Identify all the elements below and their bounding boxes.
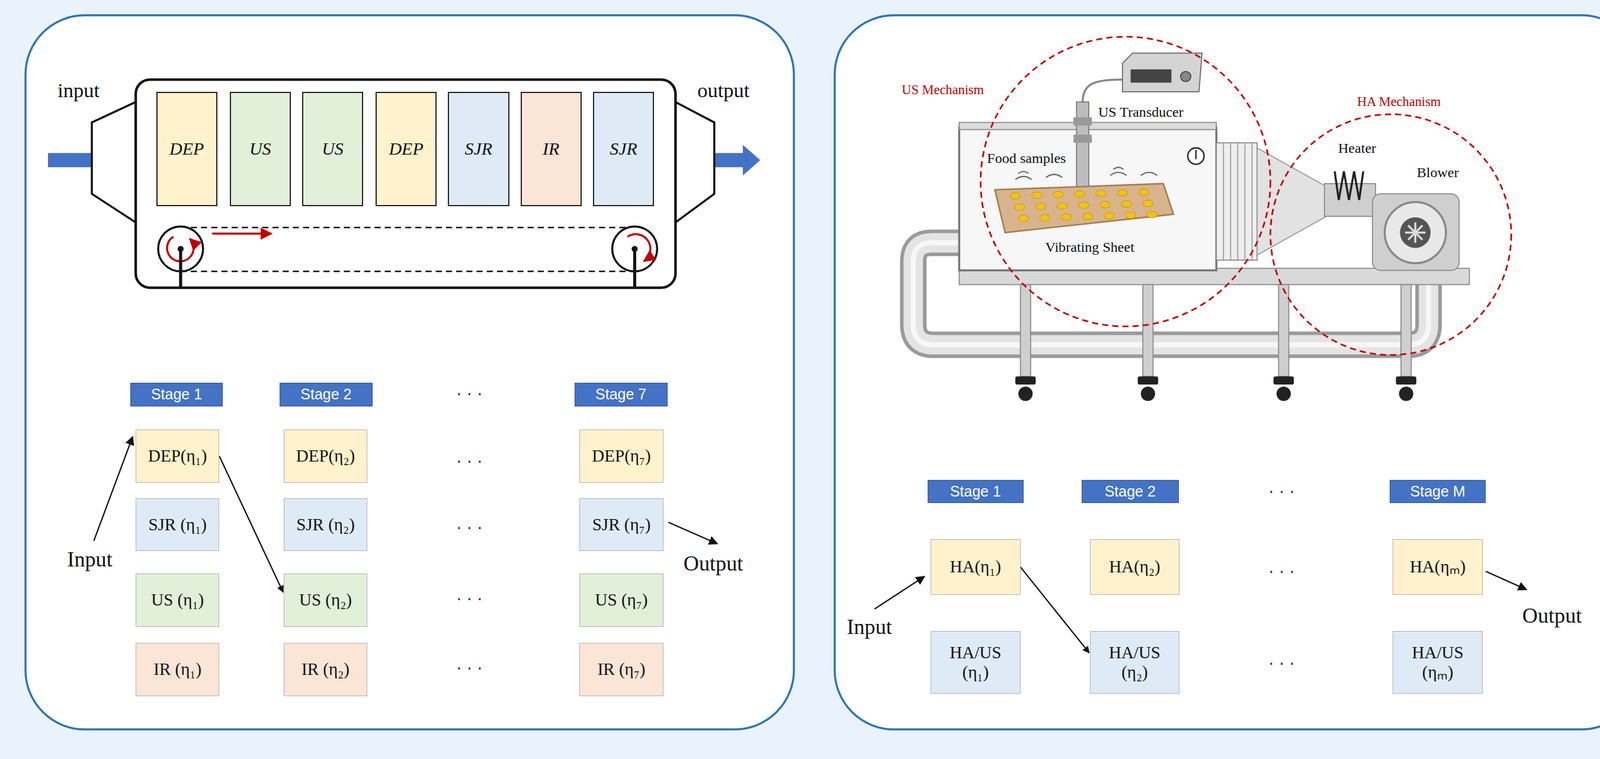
ellipsis: · · ·: [1268, 561, 1295, 582]
annotation-label: Blower: [1416, 164, 1460, 181]
process-box: SJR (η₁): [135, 498, 220, 552]
annotation-label: input: [57, 78, 100, 102]
node-text: IR (η₂): [301, 659, 350, 679]
node-text: SJR: [465, 138, 493, 160]
node-text: IR: [542, 138, 560, 160]
treatment-module: US: [229, 91, 291, 207]
left-panel: [25, 15, 794, 730]
conveyor-machine: [47, 79, 761, 288]
node-text: HA(η₁): [950, 556, 1002, 577]
ellipsis: · · ·: [456, 383, 483, 404]
annotation-label: Vibrating Sheet: [1044, 238, 1134, 255]
annotation-label: Food samples: [986, 149, 1066, 166]
node-text: US: [249, 138, 272, 160]
annotation-label: Heater: [1338, 139, 1377, 156]
stage-header: Stage 7: [574, 382, 668, 407]
ellipsis: · · ·: [1268, 482, 1295, 502]
dryer-illustration: [913, 36, 1512, 402]
node-text: IR (η₁): [153, 659, 202, 679]
node-text: US (η₁): [151, 590, 204, 610]
node-text: SJR (η₁): [148, 514, 207, 535]
process-box: HA/US (η₁): [930, 630, 1021, 695]
annotation-label: US Mechanism: [901, 82, 984, 98]
process-box: DEP(η₇): [579, 429, 663, 483]
node-text: Stage 2: [1104, 482, 1156, 500]
node-text: HA(ηₘ): [1409, 556, 1466, 577]
ellipsis: · · ·: [456, 517, 483, 538]
process-box: IR (η₂): [283, 642, 368, 697]
treatment-module: SJR: [592, 91, 654, 207]
node-text: Stage 1: [151, 385, 202, 403]
node-text: HA/US (η₁): [941, 642, 1010, 683]
annotation-label: Output: [683, 550, 744, 576]
process-box: SJR (η₂): [283, 498, 368, 552]
node-text: IR (η₇): [597, 659, 646, 679]
process-box: US (η₇): [579, 573, 663, 627]
process-box: HA/US (ηₘ): [1392, 630, 1483, 695]
process-box: HA/US (η₂): [1089, 630, 1181, 695]
node-text: Stage 1: [950, 482, 1002, 500]
treatment-module: IR: [520, 91, 582, 207]
node-text: DEP(η₁): [148, 446, 207, 466]
annotation-label: Input: [846, 614, 892, 640]
node-text: SJR (η₇): [592, 514, 652, 535]
node-text: Stage M: [1410, 482, 1466, 500]
node-text: DEP(η₂): [296, 446, 355, 466]
process-box: HA(η₁): [930, 539, 1021, 596]
treatment-module: US: [302, 91, 364, 207]
flow-arrow: [1020, 566, 1090, 653]
annotation-label: Output: [1522, 603, 1583, 628]
annotation-label: output: [697, 78, 750, 102]
node-text: SJR (η₂): [296, 514, 355, 535]
node-text: US (η₇): [595, 590, 649, 610]
treatment-module: SJR: [447, 91, 509, 207]
node-text: Stage 2: [300, 385, 352, 403]
process-box: DEP(η₂): [283, 429, 368, 483]
process-box: US (η₂): [283, 573, 368, 627]
ellipsis: · · ·: [456, 451, 483, 471]
node-text: HA/US (ηₘ): [1403, 642, 1473, 683]
ellipsis: · · ·: [1268, 653, 1295, 673]
process-box: HA(ηₘ): [1392, 539, 1483, 596]
node-text: DEP: [169, 138, 204, 160]
stage-header: Stage M: [1389, 479, 1486, 504]
node-text: US (η₂): [299, 590, 352, 610]
annotation-label: Input: [66, 546, 112, 572]
node-text: DEP: [388, 138, 423, 160]
treatment-module: DEP: [156, 91, 218, 207]
process-box: IR (η₇): [579, 642, 663, 697]
node-text: Stage 7: [595, 385, 647, 403]
node-text: SJR: [609, 138, 638, 160]
node-text: HA(η₂): [1108, 556, 1160, 577]
annotation-label: HA Mechanism: [1357, 94, 1441, 110]
treatment-module: DEP: [375, 91, 437, 207]
annotation-label: US Transducer: [1098, 104, 1184, 121]
node-text: US: [321, 138, 344, 160]
process-box: HA(η₂): [1089, 539, 1181, 596]
process-box: SJR (η₇): [579, 498, 663, 552]
stage-header: Stage 1: [130, 382, 223, 407]
node-text: HA/US (η₂): [1100, 642, 1169, 683]
stage-header: Stage 2: [279, 382, 373, 407]
process-box: IR (η₁): [135, 642, 220, 697]
ellipsis: · · ·: [456, 658, 483, 679]
node-text: DEP(η₇): [591, 446, 651, 466]
flow-arrow: [219, 456, 284, 592]
stage-header: Stage 1: [927, 479, 1024, 504]
ellipsis: · · ·: [456, 589, 483, 609]
right-panel: [834, 15, 1600, 730]
process-box: US (η₁): [135, 573, 220, 627]
process-box: DEP(η₁): [135, 429, 220, 483]
stage-header: Stage 2: [1081, 479, 1179, 504]
